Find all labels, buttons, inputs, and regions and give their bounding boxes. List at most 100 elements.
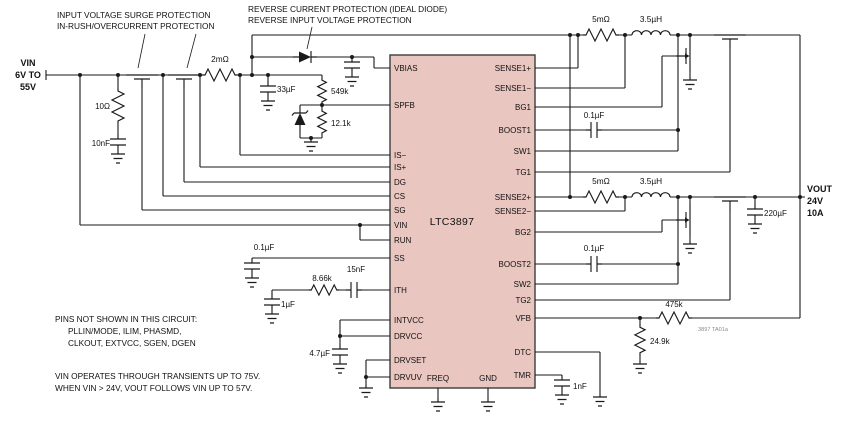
pin-label-sg: SG bbox=[394, 206, 406, 215]
capacitor-vbias-bypass bbox=[343, 56, 361, 74]
pin-label-ss: SS bbox=[394, 254, 405, 263]
label-5mohm-2: 5mΩ bbox=[592, 176, 610, 186]
note-pins-line2: PLLIN/MODE, ILIM, PHASMD, bbox=[68, 326, 181, 336]
pin-label-sense2p: SENSE2+ bbox=[495, 193, 532, 202]
vin-range-2: 55V bbox=[20, 82, 36, 92]
capacitor-boost2-0p1uf bbox=[585, 255, 603, 273]
pin-label-sw2: SW2 bbox=[514, 280, 532, 289]
pin-label-sense1p: SENSE1+ bbox=[495, 64, 532, 73]
note-pins-line1: PINS NOT SHOWN IN THIS CIRCUIT: bbox=[55, 314, 197, 324]
annotation-text: INPUT VOLTAGE SURGE PROTECTION IN-RUSH/O… bbox=[55, 4, 447, 393]
pin-label-ith: ITH bbox=[394, 286, 407, 295]
capacitor-1nf-tmr bbox=[553, 374, 571, 392]
vout-voltage: 24V bbox=[807, 196, 823, 206]
wires-feedback-timer bbox=[547, 317, 800, 393]
pin-label-sw1: SW1 bbox=[514, 147, 532, 156]
pin-label-drvcc: DRVCC bbox=[394, 332, 423, 341]
label-15nf: 15nF bbox=[347, 265, 365, 274]
note-vin-line2: WHEN VIN > 24V, VOUT FOLLOWS VIN UP TO 5… bbox=[55, 383, 252, 393]
pin-label-run: RUN bbox=[394, 236, 412, 245]
pin-label-sense1n: SENSE1− bbox=[495, 84, 532, 93]
ground-icon bbox=[747, 219, 763, 234]
note-pins-line3: CLKOUT, EXTVCC, SGEN, DGEN bbox=[68, 338, 196, 348]
ic-pin-stubs-left bbox=[378, 67, 390, 378]
pin-label-boost1: BOOST1 bbox=[499, 126, 532, 135]
pin-label-sense2n: SENSE2− bbox=[495, 207, 532, 216]
inductor-3p5uh-2 bbox=[631, 192, 671, 198]
capacitor-10nf bbox=[109, 133, 127, 151]
label-1uf: 1µF bbox=[281, 300, 295, 309]
pin-label-boost2: BOOST2 bbox=[499, 260, 532, 269]
ground-icon bbox=[344, 72, 360, 87]
inductor-3p5uh-1 bbox=[631, 30, 671, 36]
note-vin-line1: VIN OPERATES THROUGH TRANSIENTS UP TO 75… bbox=[55, 371, 260, 381]
ic-name: LTC3897 bbox=[430, 216, 475, 228]
mosfet-reverse-protection bbox=[167, 74, 201, 90]
pin-label-vin: VIN bbox=[394, 221, 408, 230]
resistor-24k9 bbox=[634, 324, 646, 356]
ground-icon bbox=[332, 359, 348, 374]
mosfet-surge-protection bbox=[125, 74, 159, 90]
pin-label-freq: FREQ bbox=[427, 374, 449, 383]
capacitor-boost1-0p1uf bbox=[585, 121, 603, 139]
component-labels: 2mΩ 10Ω 10nF 33µF 549k 12.1k 0.1µF 15nF … bbox=[92, 14, 787, 391]
ideal-diode bbox=[292, 50, 318, 64]
pin-label-gnd: GND bbox=[479, 374, 497, 383]
resistor-475k bbox=[655, 311, 693, 325]
ground-icon bbox=[264, 309, 280, 324]
resistor-8k66 bbox=[308, 284, 340, 296]
label-boost2-cap: 0.1µF bbox=[584, 244, 605, 253]
resistor-2mohm-input-sense bbox=[201, 68, 239, 82]
note-surge-line2: IN-RUSH/OVERCURRENT PROTECTION bbox=[57, 21, 215, 31]
mosfet-tg1 bbox=[713, 34, 747, 50]
capacitor-4p7uf bbox=[331, 343, 349, 361]
label-549k: 549k bbox=[331, 87, 349, 96]
label-5mohm-1: 5mΩ bbox=[592, 14, 610, 24]
pin-label-tg1: TG1 bbox=[515, 168, 531, 177]
label-ss-cap: 0.1µF bbox=[254, 243, 275, 252]
pin-label-cs: CS bbox=[394, 192, 405, 201]
junction-dots bbox=[78, 33, 802, 379]
capacitor-ss-0p1uf bbox=[243, 257, 261, 275]
pin-label-vbias: VBIAS bbox=[394, 64, 418, 73]
pin-label-vfb: VFB bbox=[515, 314, 531, 323]
zener-di­ode-spfb bbox=[291, 106, 309, 132]
vout-terminal-label: VOUT bbox=[807, 184, 833, 194]
label-12k1: 12.1k bbox=[331, 119, 352, 128]
label-220uf: 220µF bbox=[764, 209, 787, 218]
ground-icon bbox=[430, 397, 446, 412]
ground-icon bbox=[682, 239, 698, 254]
ground-icon bbox=[480, 397, 496, 412]
capacitor-220uf-output bbox=[746, 203, 764, 221]
ground-icon bbox=[244, 273, 260, 288]
resistor-549k bbox=[317, 77, 327, 105]
resistor-10ohm bbox=[111, 87, 125, 125]
ground-icon bbox=[554, 390, 570, 405]
pin-label-bg2: BG2 bbox=[515, 228, 532, 237]
resistor-12k1 bbox=[317, 108, 327, 136]
vin-terminal-label: VIN bbox=[20, 58, 35, 68]
pin-label-dtc: DTC bbox=[515, 348, 532, 357]
label-1nf: 1nF bbox=[573, 382, 587, 391]
label-3p5uh-2: 3.5µH bbox=[640, 176, 662, 186]
note-reverse-line1: REVERSE CURRENT PROTECTION (IDEAL DIODE) bbox=[248, 4, 447, 14]
note-surge-line1: INPUT VOLTAGE SURGE PROTECTION bbox=[57, 10, 211, 20]
label-10nf: 10nF bbox=[92, 139, 110, 148]
label-3p5uh-1: 3.5µH bbox=[640, 14, 662, 24]
pin-label-is-plus: IS+ bbox=[394, 163, 407, 172]
pin-label-is-minus: IS− bbox=[394, 151, 407, 160]
ic-ltc3897: LTC3897 VBIAS SPFB IS− IS+ DG CS SG VIN … bbox=[378, 54, 547, 389]
ground-icon bbox=[358, 383, 374, 398]
label-2mohm: 2mΩ bbox=[211, 54, 229, 64]
pin-label-spfb: SPFB bbox=[394, 101, 415, 110]
label-8k66: 8.66k bbox=[312, 274, 333, 283]
annotation-leader-lines bbox=[137, 26, 313, 69]
resistor-5mohm-sense2 bbox=[582, 190, 620, 204]
label-475k: 475k bbox=[665, 300, 683, 309]
pin-label-drvset: DRVSET bbox=[394, 356, 426, 365]
pin-label-tmr: TMR bbox=[514, 371, 532, 380]
ground-icon bbox=[260, 96, 276, 111]
capacitor-33uf bbox=[259, 80, 277, 98]
